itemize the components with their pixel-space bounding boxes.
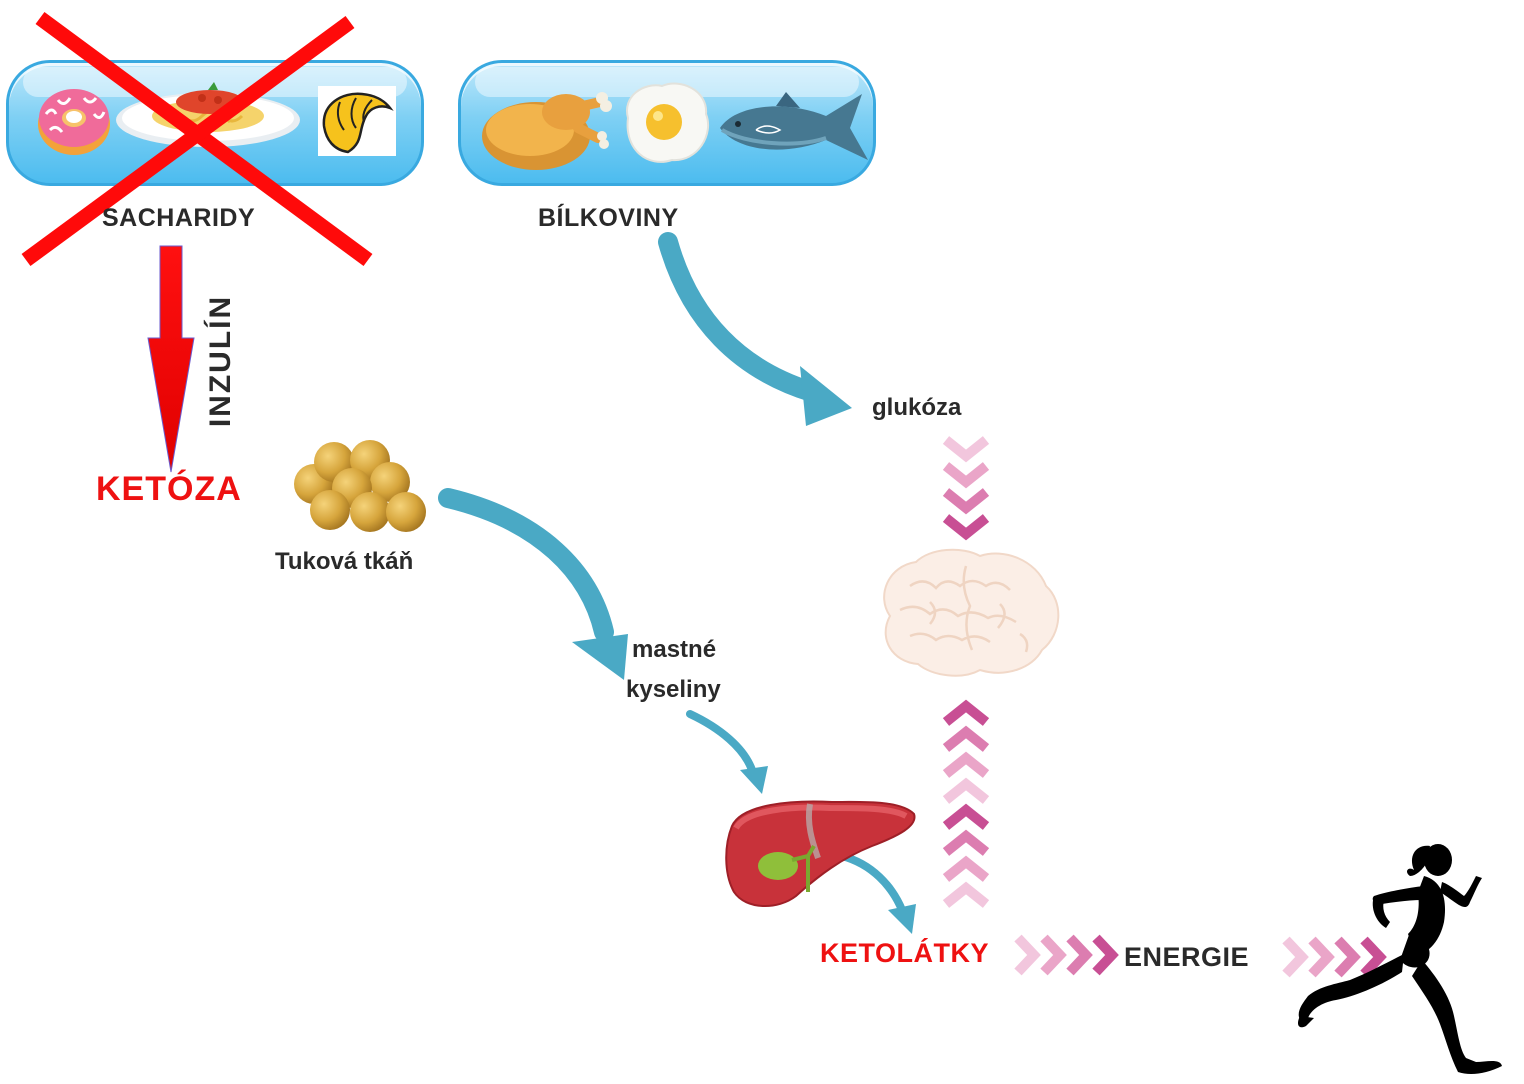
ketone-bodies-label: KETOLÁTKY — [820, 938, 990, 968]
runner-icon — [1298, 844, 1502, 1074]
fried-egg-icon — [626, 82, 709, 163]
glucose-to-brain-chevrons — [942, 436, 990, 541]
donut-icon — [38, 89, 110, 155]
energy-label: ENERGIE — [1124, 942, 1250, 972]
carbohydrates-label: SACHARIDY — [102, 204, 256, 232]
ketosis-label: KETÓZA — [96, 470, 242, 508]
insulin-down-arrow — [147, 245, 195, 473]
red-cross-icon — [21, 11, 373, 267]
croissant-icon — [318, 86, 396, 156]
fish-icon — [720, 92, 868, 160]
brain-icon — [883, 548, 1060, 677]
liver-icon — [725, 800, 916, 908]
roast-chicken-icon — [482, 92, 612, 170]
fatty-acids-label-1: mastné — [632, 636, 717, 663]
glucose-label: glukóza — [872, 394, 962, 421]
proteins-label: BÍLKOVINY — [538, 204, 679, 232]
energy-to-runner-chevrons — [1282, 936, 1387, 978]
fatty-acids-label-2: kyseliny — [626, 676, 721, 703]
ketones-to-brain-chevrons — [942, 699, 990, 908]
ketones-to-energy-chevrons — [1014, 934, 1119, 976]
fat-cells-icon — [294, 440, 426, 532]
fat-tissue-label: Tuková tkáň — [275, 548, 414, 575]
